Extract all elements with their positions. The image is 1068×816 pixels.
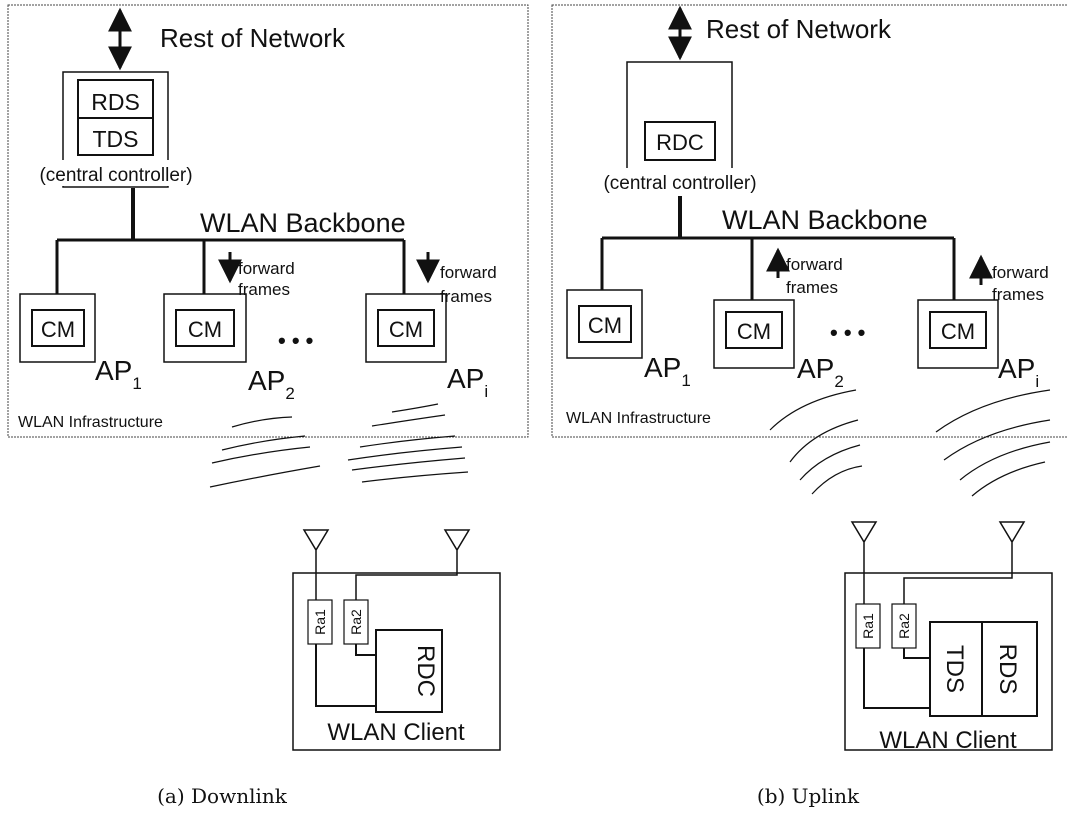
radio-waves [209, 403, 469, 488]
antenna-icon [850, 521, 878, 604]
ra1-label: Ra1 [312, 609, 328, 635]
rds-label: RDS [91, 89, 140, 115]
caption: (a) Downlink [157, 784, 288, 808]
rdc-box [644, 121, 716, 161]
svg-text:frames: frames [786, 278, 838, 297]
rdc-label: RDC [412, 645, 439, 697]
client-label: WLAN Client [327, 719, 465, 746]
svg-text:frames: frames [992, 285, 1044, 304]
tds-label: TDS [941, 645, 968, 693]
access-point-i: CM APi [917, 299, 1039, 391]
ap-label: AP1 [95, 355, 142, 393]
caption: (b) Uplink [757, 784, 860, 808]
cm-label: CM [941, 319, 975, 344]
svg-text:forward: forward [786, 255, 843, 274]
wlan-client: Ra1 Ra2 TDS RDS WLAN Client [844, 521, 1053, 754]
client-label: WLAN Client [879, 727, 1017, 754]
ra2-label: Ra2 [896, 613, 912, 639]
infrastructure-frame [551, 4, 1068, 438]
ap-label: AP1 [644, 352, 691, 390]
controller-box [62, 71, 169, 188]
infrastructure-label: WLAN Infrastructure [566, 410, 711, 427]
antenna-icon [355, 529, 471, 600]
rest-of-network-label: Rest of Network [160, 23, 346, 53]
ap-label: AP2 [248, 365, 295, 403]
antenna-icon [903, 521, 1026, 604]
infrastructure-frame [7, 4, 529, 438]
rest-of-network-label: Rest of Network [706, 14, 892, 44]
wlan-client: Ra1 Ra2 RDC WLAN Client [292, 529, 501, 751]
ellipsis: • • • [830, 320, 865, 345]
cm-label: CM [389, 317, 423, 342]
rdc-label: RDC [656, 130, 704, 155]
ra1-label: Ra1 [860, 613, 876, 639]
backbone-label: WLAN Backbone [200, 208, 406, 238]
access-point-2: CM AP2 [713, 299, 844, 391]
cm-label: CM [737, 319, 771, 344]
ra2-label: Ra2 [348, 609, 364, 635]
access-point-i: CM APi [365, 293, 488, 401]
access-point-1: CM AP1 [566, 289, 691, 390]
svg-text:frames: frames [440, 287, 492, 306]
access-point-1: CM AP1 [19, 293, 142, 393]
backbone-label: WLAN Backbone [722, 205, 928, 235]
downlink-panel: Rest of Network RDS TDS (central control… [7, 4, 529, 808]
cm-label: CM [588, 313, 622, 338]
uplink-panel: Rest of Network RDC (central controller)… [551, 4, 1068, 808]
antenna-icon [302, 529, 330, 600]
central-controller-label: (central controller) [39, 165, 192, 186]
svg-text:forward: forward [440, 263, 497, 282]
tds-label: TDS [93, 126, 139, 152]
svg-text:forward: forward [238, 259, 295, 278]
cm-label: CM [41, 317, 75, 342]
ap-label: APi [998, 353, 1039, 391]
tds-box [77, 117, 154, 156]
ellipsis: • • • [278, 328, 313, 353]
access-point-2: CM AP2 [163, 293, 295, 403]
central-controller-label: (central controller) [603, 173, 756, 194]
ap-label: AP2 [797, 353, 844, 391]
svg-text:frames: frames [238, 280, 290, 299]
cm-label: CM [188, 317, 222, 342]
radio-waves [769, 389, 1051, 497]
svg-text:forward: forward [992, 263, 1049, 282]
infrastructure-label: WLAN Infrastructure [18, 414, 163, 431]
rds-label: RDS [994, 644, 1021, 695]
ap-label: APi [447, 363, 488, 401]
